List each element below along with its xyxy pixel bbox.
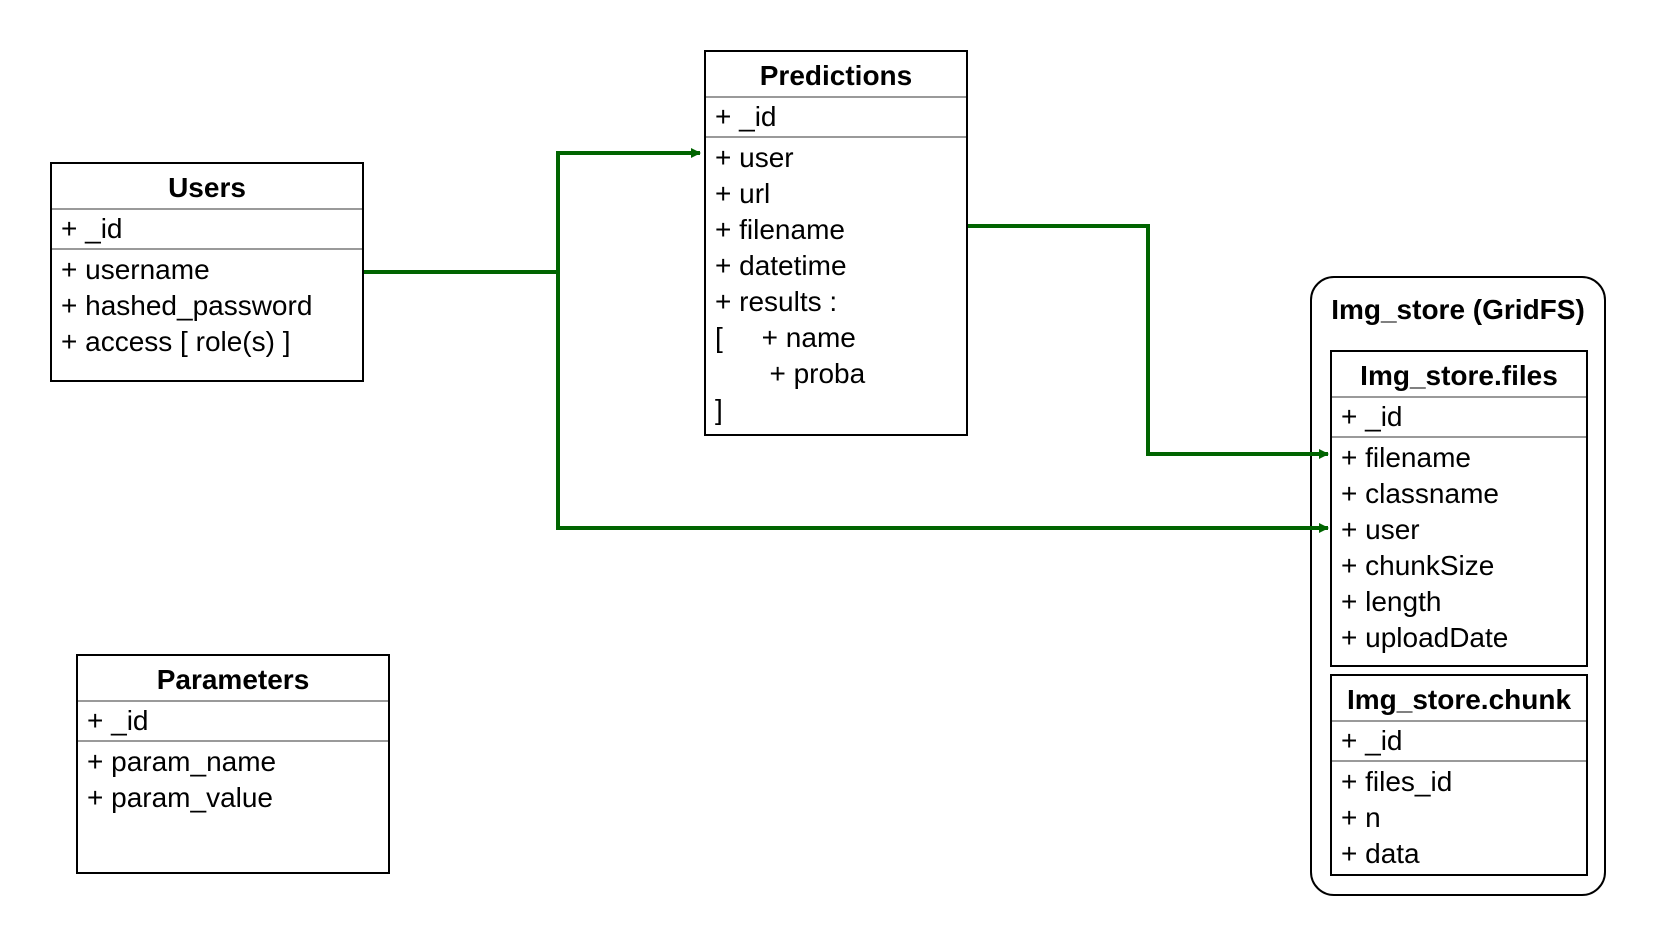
entity-field: + hashed_password (61, 290, 313, 321)
img-store-chunk-entity[interactable]: Img_store.chunk + _id + files_id + n + dat… (1330, 674, 1588, 876)
entity-field: + user (1341, 514, 1420, 545)
users-to-predictions-user-connector[interactable] (364, 148, 701, 274)
entity-field: + uploadDate (1341, 622, 1509, 653)
entity-field: + files_id (1341, 766, 1453, 797)
entity-field: + filename (715, 214, 845, 245)
predictions-title: Predictions (706, 52, 966, 98)
predictions-fields: + user + url + filename + datetime + results… (706, 138, 966, 428)
entity-field: + url (715, 178, 771, 209)
entity-field: + filename (1341, 442, 1471, 473)
users-title: Users (52, 164, 362, 210)
entity-field: + datetime (715, 250, 847, 281)
img-store-chunk-fields: + files_id + n + data (1332, 762, 1586, 872)
entity-field: ] (715, 394, 723, 425)
parameters-id-field: + _id (78, 702, 388, 742)
entity-field: [ + name (715, 322, 856, 353)
entity-field: + length (1341, 586, 1442, 617)
entity-field: + chunkSize (1341, 550, 1495, 581)
entity-field: + n (1341, 802, 1381, 833)
users-fields: + username + hashed_password + access [ ro… (52, 250, 362, 360)
entity-field: + user (715, 142, 794, 173)
predictions-id-field: + _id (706, 98, 966, 138)
entity-field: + param_name (87, 746, 277, 777)
img-store-chunk-id-field: + _id (1332, 722, 1586, 762)
entity-field: + data (1341, 838, 1420, 869)
predictions-entity[interactable]: Predictions + _id + user+ url+ filename+… (704, 50, 968, 436)
img-store-files-id-field: + _id (1332, 398, 1586, 438)
users-to-files-user-connector[interactable] (556, 272, 1329, 533)
entity-field: + param_value (87, 782, 274, 813)
img-store-files-fields: + filename + classname + user + chunkSize + … (1332, 438, 1586, 656)
parameters-entity[interactable]: Parameters + _id + param_name + param_val… (76, 654, 390, 874)
parameters-fields: + param_name + param_value (78, 742, 388, 816)
predictions-filename-to-files-filename-connector[interactable] (968, 224, 1329, 459)
entity-field: + results : (715, 286, 838, 317)
entity-field: + proba (715, 358, 866, 389)
users-id-field: + _id (52, 210, 362, 250)
users-entity[interactable]: Users + _id + username+ hashed_password+… (50, 162, 364, 382)
entity-field: + username (61, 254, 210, 285)
img-store-files-title: Img_store.files (1332, 352, 1586, 398)
img-store-chunk-title: Img_store.chunk (1332, 676, 1586, 722)
entity-field: + access [ role(s) ] (61, 326, 291, 357)
entity-field: + classname (1341, 478, 1499, 509)
parameters-title: Parameters (78, 656, 388, 702)
img-store-title: Img_store (GridFS) (1331, 294, 1585, 325)
img-store-files-entity[interactable]: Img_store.files + _id + filename + classn… (1330, 350, 1588, 667)
